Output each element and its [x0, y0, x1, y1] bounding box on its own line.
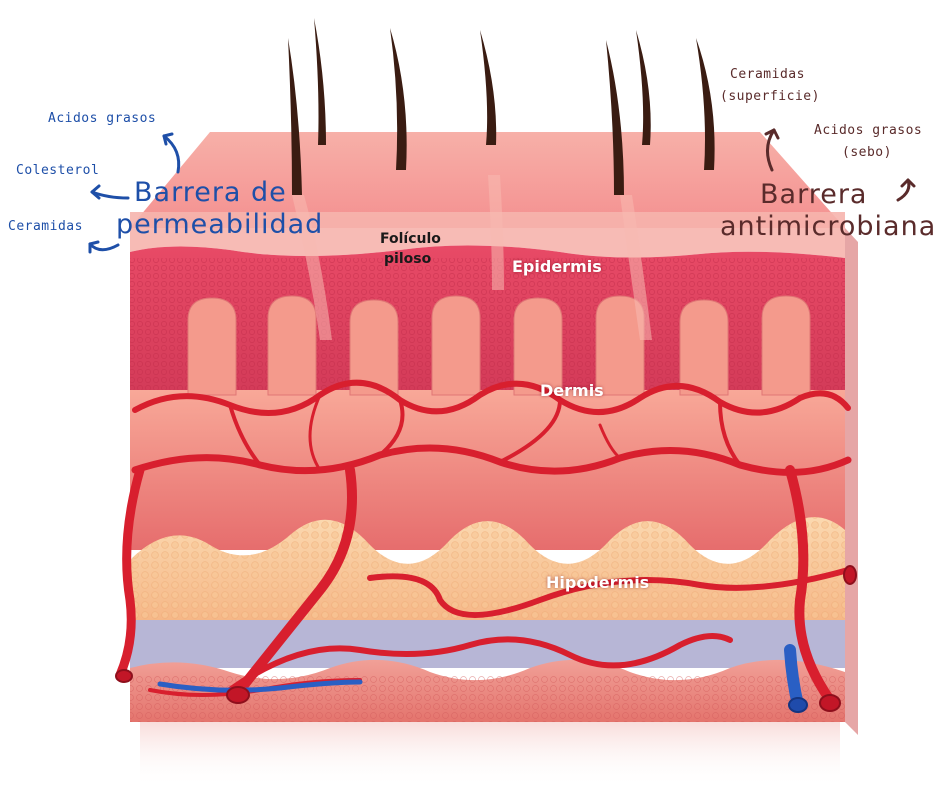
label-colesterol: Colesterol [16, 163, 100, 178]
label-barrera-antimicrobiana-line2: antimicrobiana [720, 211, 937, 242]
label-ceramidas-left: Ceramidas [8, 219, 83, 234]
label-barrera-permeabilidad-line2: permeabilidad [116, 209, 324, 240]
blood-vessels [115, 379, 852, 705]
arrow-to-acidos-grasos-left [162, 134, 181, 174]
label-acidos-grasos-left: Acidos grasos [48, 111, 157, 126]
reflection [140, 722, 840, 788]
label-acidos-grasos-right-line1: Acidos grasos [814, 123, 923, 138]
label-ceramidas-right-line1: Ceramidas [730, 67, 805, 82]
label-barrera-antimicrobiana-line1: Barrera [760, 179, 868, 210]
label-ceramidas-right-line2: (superficie) [720, 89, 820, 104]
label-acidos-grasos-right-line2: (sebo) [842, 145, 892, 160]
arrow-to-ceramidas-right [766, 128, 776, 172]
dermal-papillae [187, 295, 811, 396]
annotation-arrows [88, 128, 916, 254]
hairs [288, 18, 715, 195]
skin-surface-top [130, 132, 845, 228]
label-barrera-permeabilidad-line1: Barrera de [134, 177, 287, 208]
label-foliculo-line1: Folículo [380, 231, 441, 247]
vessel-cut-ends [115, 565, 857, 713]
label-dermis: Dermis [540, 381, 604, 400]
label-hipodermis: Hipodermis [546, 573, 650, 592]
arrow-to-ceramidas-left [88, 242, 120, 252]
label-epidermis: Epidermis [512, 257, 602, 276]
hair-follicles [292, 175, 652, 340]
label-foliculo-line2: piloso [384, 251, 432, 267]
